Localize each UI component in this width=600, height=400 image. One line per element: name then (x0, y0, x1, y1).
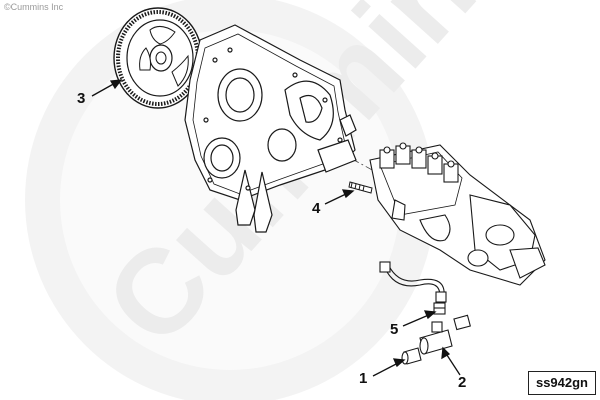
drawing-id-label: ss942gn (535, 375, 589, 390)
connector-part (433, 302, 446, 315)
gear-part (113, 7, 203, 109)
leader-arrows (91, 79, 461, 377)
leader-arrow-5 (402, 313, 432, 327)
callout-1: 1 (359, 370, 368, 387)
callout-5: 5 (390, 321, 399, 338)
callout-4: 4 (312, 200, 321, 217)
drawing-id-box: ss942gn (528, 371, 596, 395)
stud-part (348, 181, 373, 194)
copyright-notice: ©Cummins Inc (4, 2, 64, 12)
callout-2: 2 (458, 374, 467, 391)
leader-arrow-2 (444, 351, 461, 376)
leader-arrow-4 (324, 192, 349, 205)
tee-fitting-part (419, 314, 471, 355)
callout-3: 3 (77, 90, 86, 107)
injection-pump-part (369, 142, 546, 286)
fuel-line-part (379, 261, 447, 303)
nut-part (401, 347, 422, 365)
leader-arrow-1 (372, 361, 401, 377)
gear-housing-part (184, 24, 357, 233)
